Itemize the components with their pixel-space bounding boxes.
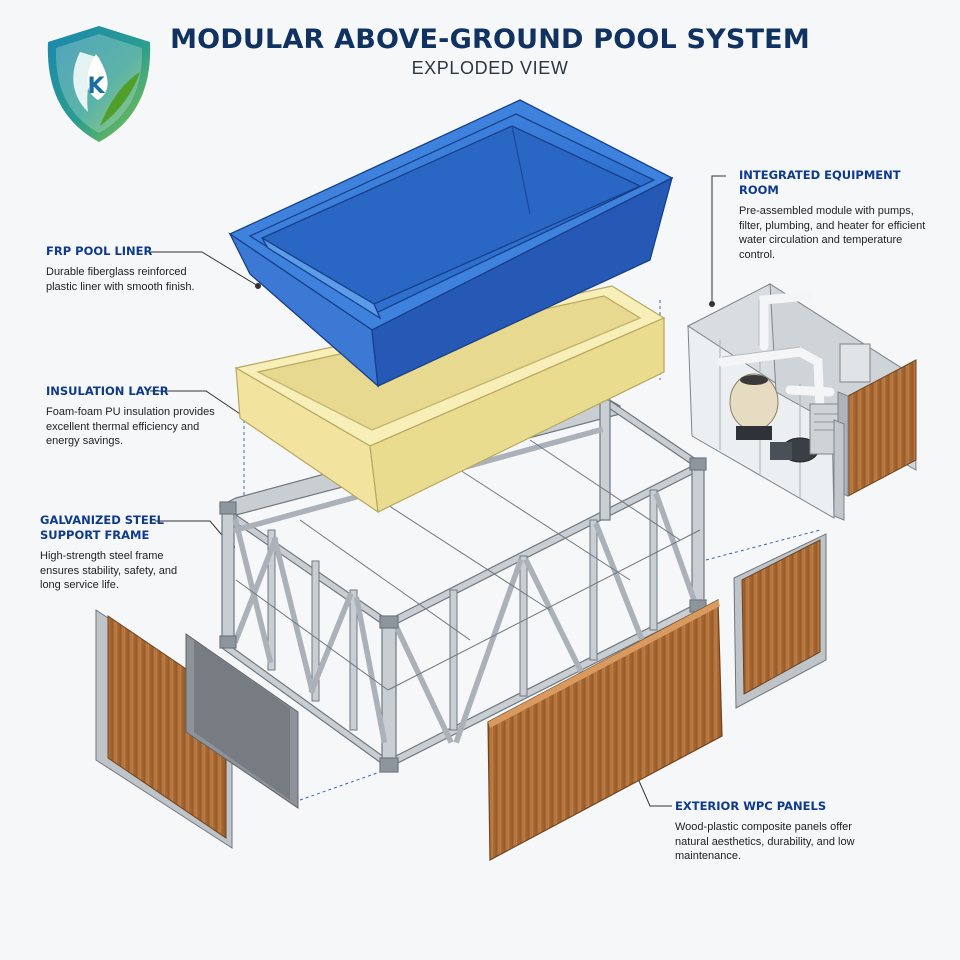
equipment-room bbox=[687, 283, 917, 521]
wpc-panel-front bbox=[487, 599, 723, 861]
page-subtitle: EXPLODED VIEW bbox=[411, 58, 569, 78]
callout-wpc-panels: EXTERIOR WPC PANELS Wood-plastic composi… bbox=[675, 799, 875, 864]
callout-title: FRP POOL LINER bbox=[46, 244, 153, 258]
callout-title: INSULATION LAYER bbox=[46, 384, 169, 398]
frp-pool-liner bbox=[228, 99, 674, 388]
callout-description: High-strength steel frame ensures stabil… bbox=[40, 550, 178, 591]
company-logo: K bbox=[40, 22, 158, 146]
insulation-layer bbox=[234, 285, 666, 514]
logo-letter: K bbox=[87, 74, 105, 99]
wpc-panel-right bbox=[733, 533, 827, 709]
callout-title: GALVANIZED STEEL SUPPORT FRAME bbox=[40, 513, 164, 542]
callout-title: EXTERIOR WPC PANELS bbox=[675, 799, 827, 813]
callout-description: Foam-foam PU insulation provides excelle… bbox=[46, 406, 215, 447]
callout-equipment-room: INTEGRATED EQUIPMENT ROOM Pre-assembled … bbox=[739, 168, 939, 262]
callout-description: Pre-assembled module with pumps, filter,… bbox=[739, 205, 926, 261]
callout-title: INTEGRATED EQUIPMENT ROOM bbox=[739, 168, 901, 197]
page-title: MODULAR ABOVE-GROUND POOL SYSTEM bbox=[170, 24, 810, 55]
steel-panel-left bbox=[185, 633, 299, 809]
callout-insulation: INSULATION LAYER Foam-foam PU insulation… bbox=[46, 384, 216, 449]
callout-description: Durable fiberglass reinforced plastic li… bbox=[46, 266, 195, 293]
callout-frp-liner: FRP POOL LINER Durable fiberglass reinfo… bbox=[46, 244, 216, 294]
callout-steel-frame: GALVANIZED STEEL SUPPORT FRAME High-stre… bbox=[40, 513, 190, 593]
callout-description: Wood-plastic composite panels offer natu… bbox=[675, 821, 855, 862]
